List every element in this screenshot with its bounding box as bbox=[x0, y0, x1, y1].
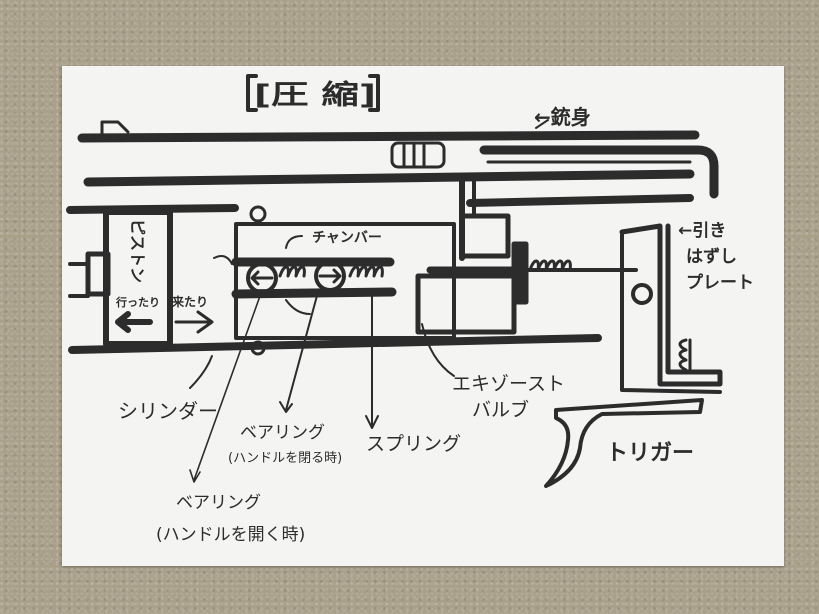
chamber-top-bolt bbox=[249, 205, 267, 223]
exhaust-valve-label-2: バルブ bbox=[472, 398, 529, 421]
bearing-close-circle bbox=[314, 260, 346, 292]
release-plate-spring bbox=[678, 338, 688, 372]
piston-rod-line bbox=[68, 262, 90, 298]
spring-leader bbox=[365, 293, 379, 429]
valve-lower-block bbox=[415, 273, 517, 335]
bearing-open-leader bbox=[189, 295, 261, 483]
cylinder-leader bbox=[189, 355, 213, 389]
title-bracket-right bbox=[368, 74, 380, 112]
release-plate bbox=[619, 223, 723, 387]
spring-main bbox=[348, 265, 384, 278]
chamber-leader bbox=[285, 235, 303, 249]
cylinder-bottom-line bbox=[68, 334, 602, 354]
bearing-open-label-1: ベアリング bbox=[176, 493, 261, 513]
valve-upper-block bbox=[459, 213, 511, 259]
release-plate-label-1: ←引き bbox=[678, 221, 726, 241]
title-bracket-left bbox=[246, 74, 258, 112]
going-arrow bbox=[115, 311, 153, 333]
release-plate-body bbox=[620, 230, 722, 394]
going-label: 行ったり bbox=[115, 295, 160, 309]
barrel-label: ←銃身 bbox=[534, 105, 591, 129]
chamber-box bbox=[234, 222, 456, 340]
bearing-close-arrow bbox=[318, 268, 342, 284]
valve-spring bbox=[528, 259, 572, 272]
barrel-knurl bbox=[390, 141, 446, 169]
bearing-open-label-2: (ハンドルを開く時) bbox=[156, 525, 305, 545]
barrel-top-line bbox=[77, 130, 700, 143]
cylinder-upper-line bbox=[83, 169, 695, 187]
trigger-label: トリガー bbox=[606, 441, 694, 466]
barrel-leader bbox=[535, 119, 549, 129]
spring-small bbox=[278, 265, 306, 278]
coming-arrow bbox=[174, 310, 214, 334]
release-plate-label-2: はずし bbox=[686, 247, 737, 267]
chamber-label: チャンバー bbox=[312, 230, 382, 246]
bearing-open-circle bbox=[246, 262, 278, 294]
intake-leader bbox=[213, 255, 233, 265]
bearing-close-label-2: (ハンドルを閉る時) bbox=[228, 451, 342, 466]
chamber-bottom-bolt bbox=[250, 340, 266, 356]
bearing-open-arrow bbox=[250, 270, 274, 286]
diagram-title: [圧 縮] bbox=[254, 79, 376, 111]
piston-label: ピストン bbox=[128, 219, 147, 283]
outlet-leader bbox=[285, 299, 311, 315]
cylinder-label: シリンダー bbox=[118, 399, 218, 423]
front-sight bbox=[100, 120, 130, 136]
release-plate-label-3: プレート bbox=[686, 272, 754, 293]
trigger bbox=[544, 398, 704, 488]
bearing-close-label-1: ベアリング bbox=[240, 423, 325, 443]
bearing-close-leader bbox=[279, 291, 319, 413]
barrel-elbow-outer bbox=[479, 145, 719, 199]
piston-rod-stub bbox=[85, 251, 111, 297]
coming-label: 来たり bbox=[171, 294, 208, 309]
valve-head bbox=[511, 241, 529, 305]
spring-label: スプリング bbox=[366, 433, 461, 455]
exhaust-valve-label-1: エキゾースト bbox=[452, 373, 565, 395]
exhaust-leader bbox=[421, 323, 455, 377]
cylinder-top-line-2 bbox=[466, 194, 694, 207]
release-plate-hole bbox=[631, 283, 653, 305]
